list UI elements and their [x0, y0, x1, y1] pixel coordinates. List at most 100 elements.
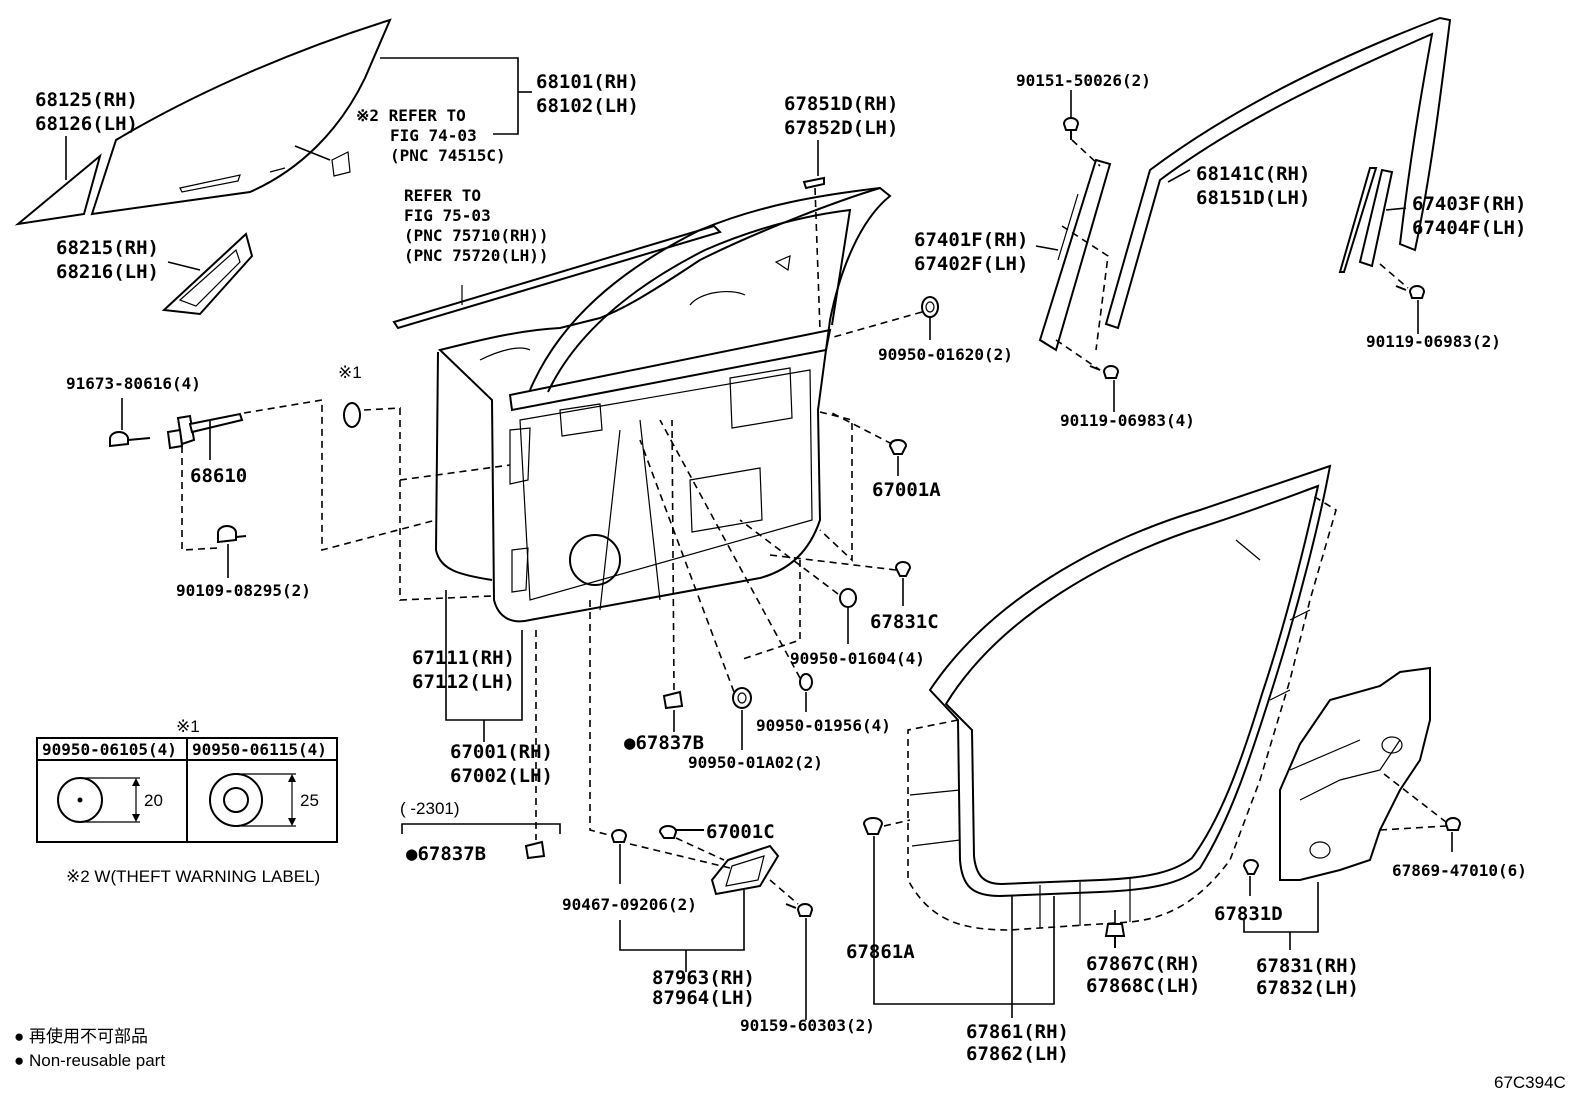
- svg-text:67001C: 67001C: [706, 821, 775, 843]
- label-90950-01604: 90950-01604(4): [790, 649, 925, 668]
- table-dim-25: 25: [300, 791, 319, 810]
- svg-text:90151-50026(2): 90151-50026(2): [1016, 71, 1151, 90]
- legend-non-reusable-jp: ● 再使用不可部品: [14, 1026, 148, 1046]
- label-68141c-rh: 68141C(RH): [1196, 163, 1310, 185]
- label-67869-47010: 67869-47010(6): [1392, 861, 1527, 880]
- label-67837b-b: ●67837B: [406, 843, 486, 865]
- label-90467-09206: 90467-09206(2): [562, 895, 697, 914]
- svg-text:91673-80616(4): 91673-80616(4): [66, 374, 201, 393]
- svg-text:67832(LH): 67832(LH): [1256, 977, 1359, 999]
- label-67861-rh: 67861(RH): [966, 1021, 1069, 1043]
- svg-text:90950-06105(4): 90950-06105(4): [42, 740, 177, 759]
- svg-text:90119-06983(4): 90119-06983(4): [1060, 411, 1195, 430]
- svg-text:68125(RH): 68125(RH): [35, 89, 138, 111]
- svg-text:90159-60303(2): 90159-60303(2): [740, 1016, 875, 1035]
- label-87963-rh: 87963(RH): [652, 967, 755, 989]
- svg-text:67831(RH): 67831(RH): [1256, 955, 1359, 977]
- label-90119-06983-4: 90119-06983(4): [1060, 411, 1195, 430]
- svg-text:90950-01604(4): 90950-01604(4): [790, 649, 925, 668]
- label-67002-lh: 67002(LH): [450, 765, 553, 787]
- label-90109-08295: 90109-08295(2): [176, 581, 311, 600]
- label-68101-rh: 68101(RH): [536, 71, 639, 93]
- label-68215-rh: 68215(RH): [56, 237, 159, 259]
- label-87964-lh: 87964(LH): [652, 987, 755, 1009]
- svg-text:67001A: 67001A: [872, 479, 941, 501]
- label-refer-75-line3: (PNC 75710(RH)): [404, 226, 549, 245]
- label-67862-lh: 67862(LH): [966, 1043, 1069, 1065]
- label-67112-lh: 67112(LH): [412, 671, 515, 693]
- svg-text:※1: ※1: [176, 717, 200, 736]
- label-67831d: 67831D: [1214, 903, 1283, 925]
- svg-text:67867C(RH): 67867C(RH): [1086, 953, 1200, 975]
- label-67401f-rh: 67401F(RH): [914, 229, 1028, 251]
- svg-text:68215(RH): 68215(RH): [56, 237, 159, 259]
- part-labels: 68125(RH) 68126(LH) 68215(RH) 68216(LH) …: [35, 71, 1527, 1065]
- glass-channel-cover-drawing: [161, 232, 254, 316]
- svg-text:90950-06115(4): 90950-06115(4): [192, 740, 327, 759]
- bolt-90151: [1062, 117, 1080, 140]
- label-90159-60303: 90159-60303(2): [740, 1016, 875, 1035]
- label-90151-50026: 90151-50026(2): [1016, 71, 1151, 90]
- svg-text:67869-47010(6): 67869-47010(6): [1392, 861, 1527, 880]
- label-refer-74-line2: FIG 74-03: [390, 126, 477, 145]
- svg-text:67112(LH): 67112(LH): [412, 671, 515, 693]
- label-68125-rh: 68125(RH): [35, 89, 138, 111]
- svg-text:68102(LH): 68102(LH): [536, 95, 639, 117]
- svg-text:67852D(LH): 67852D(LH): [784, 117, 898, 139]
- label-67831-rh: 67831(RH): [1256, 955, 1359, 977]
- svg-text:87964(LH): 87964(LH): [652, 987, 755, 1009]
- svg-text:20: 20: [144, 791, 163, 810]
- svg-text:67111(RH): 67111(RH): [412, 647, 515, 669]
- table-dim-20: 20: [144, 791, 163, 810]
- label-67402f-lh: 67402F(LH): [914, 253, 1028, 275]
- svg-text:90950-01A02(2): 90950-01A02(2): [688, 753, 823, 772]
- label-90950-01a02: 90950-01A02(2): [688, 753, 823, 772]
- svg-text:90950-01956(4): 90950-01956(4): [756, 716, 891, 735]
- label-mark-1: ※1: [338, 363, 362, 382]
- label-67403f-rh: 67403F(RH): [1412, 193, 1526, 215]
- svg-text:68126(LH): 68126(LH): [35, 113, 138, 135]
- label-67868c-lh: 67868C(LH): [1086, 975, 1200, 997]
- label-refer-74-line3: (PNC 74515C): [390, 146, 506, 165]
- label-67852d-lh: 67852D(LH): [784, 117, 898, 139]
- door-glass-drawing: [90, 18, 392, 216]
- division-bar-drawing: [1038, 158, 1112, 352]
- svg-text:FIG 74-03: FIG 74-03: [390, 126, 477, 145]
- door-weatherstrip-drawing: [907, 464, 1337, 931]
- svg-text:67401F(RH): 67401F(RH): [914, 229, 1028, 251]
- svg-text:※2 REFER TO: ※2 REFER TO: [356, 106, 466, 125]
- svg-text:67831C: 67831C: [870, 611, 939, 633]
- diagram-id: 67C394C: [1494, 1073, 1566, 1092]
- label-67831c: 67831C: [870, 611, 939, 633]
- label-67851d-rh: 67851D(RH): [784, 93, 898, 115]
- svg-text:68610: 68610: [190, 465, 247, 487]
- door-check-drawing: [109, 412, 247, 544]
- svg-text:● Non-reusable part: ● Non-reusable part: [14, 1051, 165, 1070]
- plug-size-table: [36, 737, 338, 843]
- svg-text:(PNC 75720(LH)): (PNC 75720(LH)): [404, 246, 549, 265]
- svg-text:REFER TO: REFER TO: [404, 186, 481, 205]
- rear-channel-drawing: [1338, 167, 1394, 273]
- svg-text:●67837B: ●67837B: [406, 843, 486, 865]
- label-67111-rh: 67111(RH): [412, 647, 515, 669]
- table-mark: ※1: [176, 717, 200, 736]
- plug-size-table-text: ※1 90950-06105(4) 90950-06115(4) 20 25: [42, 717, 327, 810]
- svg-text:90467-09206(2): 90467-09206(2): [562, 895, 697, 914]
- label-refer-74-line1: ※2 REFER TO: [356, 106, 466, 125]
- label-68151d-lh: 68151D(LH): [1196, 187, 1310, 209]
- label-refer-75-line4: (PNC 75720(LH)): [404, 246, 549, 265]
- svg-text:67861(RH): 67861(RH): [966, 1021, 1069, 1043]
- svg-text:67861A: 67861A: [846, 941, 915, 963]
- label-67404f-lh: 67404F(LH): [1412, 217, 1526, 239]
- label-67832-lh: 67832(LH): [1256, 977, 1359, 999]
- label-90950-01620: 90950-01620(2): [878, 345, 1013, 364]
- svg-text:(PNC 74515C): (PNC 74515C): [390, 146, 506, 165]
- service-hole-cover-drawing: [1279, 666, 1431, 881]
- label-90950-01956: 90950-01956(4): [756, 716, 891, 735]
- notes: ※2 W(THEFT WARNING LABEL) ● 再使用不可部品 ● No…: [14, 867, 1566, 1092]
- svg-text:67404F(LH): 67404F(LH): [1412, 217, 1526, 239]
- svg-text:68151D(LH): 68151D(LH): [1196, 187, 1310, 209]
- front-door-panel-drawing: [434, 186, 892, 623]
